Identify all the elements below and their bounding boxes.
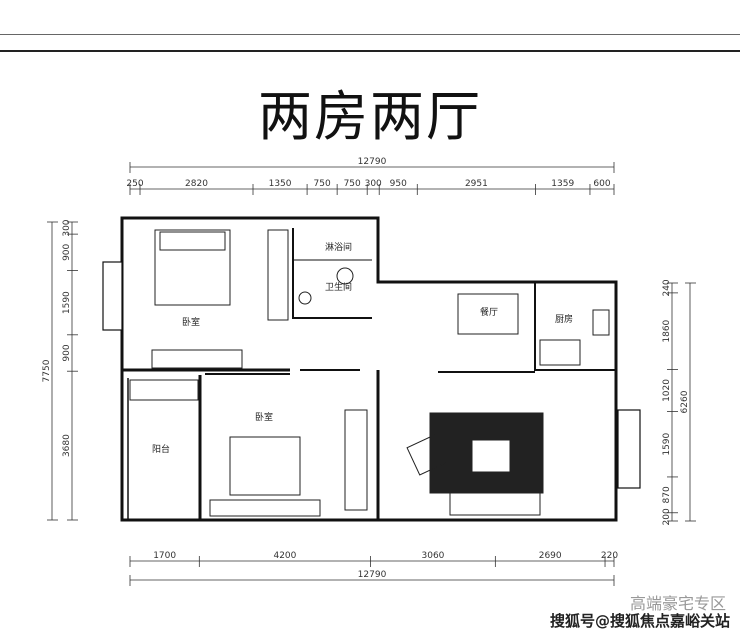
page-title: 两房两厅: [258, 85, 482, 148]
room-bedroom2: 卧室: [255, 411, 273, 423]
room-labels: 卧室 淋浴间 卫生间 餐厅 厨房 阳台 卧室: [152, 241, 573, 455]
top-border-line: [0, 34, 740, 35]
dim-right: 870: [662, 486, 672, 503]
dim-top: 2951: [465, 179, 488, 189]
room-balcony: 阳台: [152, 443, 170, 455]
dim-top: 300: [365, 179, 382, 189]
room-bathroom: 卫生间: [325, 281, 352, 293]
dim-right: 1020: [662, 379, 672, 402]
dim-bottom: 3060: [422, 551, 445, 561]
dim-right: 1590: [662, 432, 672, 455]
room-kitchen: 厨房: [555, 313, 573, 325]
room-shower: 淋浴间: [325, 241, 352, 253]
windows: [102, 261, 641, 489]
dim-right-total: 6260: [680, 390, 690, 413]
dim-right: 240: [662, 279, 672, 296]
dim-left: 3680: [62, 434, 72, 457]
watermark-source: 搜狐号@搜狐焦点嘉峪关站: [549, 612, 730, 630]
dim-left: 900: [62, 243, 72, 260]
dim-right: 1860: [662, 319, 672, 342]
dim-top: 950: [390, 179, 407, 189]
dim-bottom: 4200: [273, 551, 296, 561]
dim-bottom: 2690: [539, 551, 562, 561]
dim-left-total: 7750: [42, 359, 52, 382]
dimension-lines: [47, 162, 696, 586]
dim-left: 1590: [62, 291, 72, 314]
walls: [120, 216, 618, 522]
top-border-line-2: [0, 50, 740, 52]
dim-top: 1350: [269, 179, 292, 189]
dim-right: 200: [662, 508, 672, 525]
dim-left: 300: [62, 219, 72, 236]
dim-left: 900: [62, 344, 72, 361]
dim-top: 250: [126, 179, 143, 189]
dim-bottom: 1700: [153, 551, 176, 561]
dimension-labels: 12790 250 2820 1350 750 750 300 950 2951 1359 600 1…: [42, 157, 690, 580]
room-bedroom1: 卧室: [182, 316, 200, 328]
dim-top-total: 12790: [358, 157, 387, 167]
dim-top: 600: [593, 179, 610, 189]
room-dining: 餐厅: [480, 306, 498, 318]
dim-top: 1359: [551, 179, 574, 189]
dim-bottom: 220: [601, 551, 618, 561]
dim-top: 2820: [185, 179, 208, 189]
dim-top: 750: [314, 179, 331, 189]
dim-bottom-total: 12790: [358, 570, 387, 580]
dim-top: 750: [344, 179, 361, 189]
furniture: [129, 229, 610, 517]
watermark-account: 高端豪宅专区: [629, 594, 726, 613]
